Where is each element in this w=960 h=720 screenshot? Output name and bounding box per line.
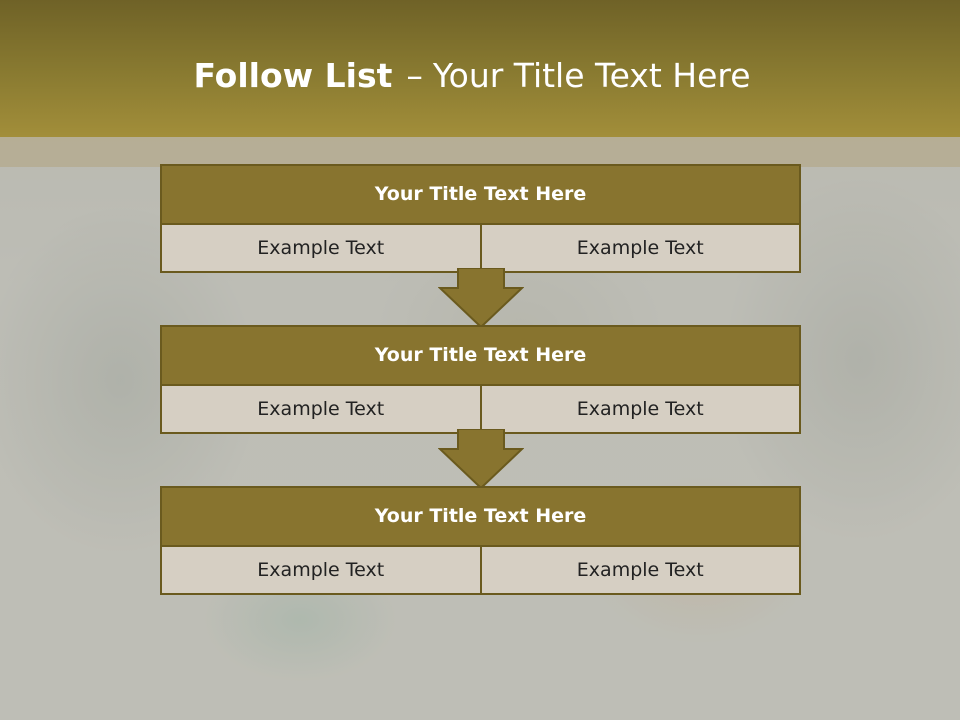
step-card-1: Your Title Text Here Example Text Exampl…	[160, 164, 801, 273]
slide-title-bold: Follow List	[193, 56, 393, 95]
step-card-right-text: Example Text	[479, 225, 800, 271]
slide-title-dash: –	[406, 56, 423, 95]
step-card-row: Example Text Example Text	[162, 386, 799, 432]
down-arrow-icon	[438, 268, 524, 328]
step-card-row: Example Text Example Text	[162, 547, 799, 593]
step-card-title: Your Title Text Here	[162, 327, 799, 386]
step-card-2: Your Title Text Here Example Text Exampl…	[160, 325, 801, 434]
step-card-row: Example Text Example Text	[162, 225, 799, 271]
step-card-right-text: Example Text	[479, 386, 800, 432]
step-card-3: Your Title Text Here Example Text Exampl…	[160, 486, 801, 595]
step-card-left-text: Example Text	[257, 237, 385, 259]
step-card-title: Your Title Text Here	[162, 488, 799, 547]
step-card-right-text: Example Text	[479, 547, 800, 593]
slide-title-rest: Your Title Text Here	[432, 56, 751, 95]
down-arrow-icon	[438, 429, 524, 489]
step-card-left-text: Example Text	[257, 559, 385, 581]
step-card-title: Your Title Text Here	[162, 166, 799, 225]
slide-title: Follow List–Your Title Text Here	[0, 52, 944, 100]
header-band	[0, 137, 960, 167]
step-card-left-text: Example Text	[257, 398, 385, 420]
header-bar	[0, 0, 960, 137]
